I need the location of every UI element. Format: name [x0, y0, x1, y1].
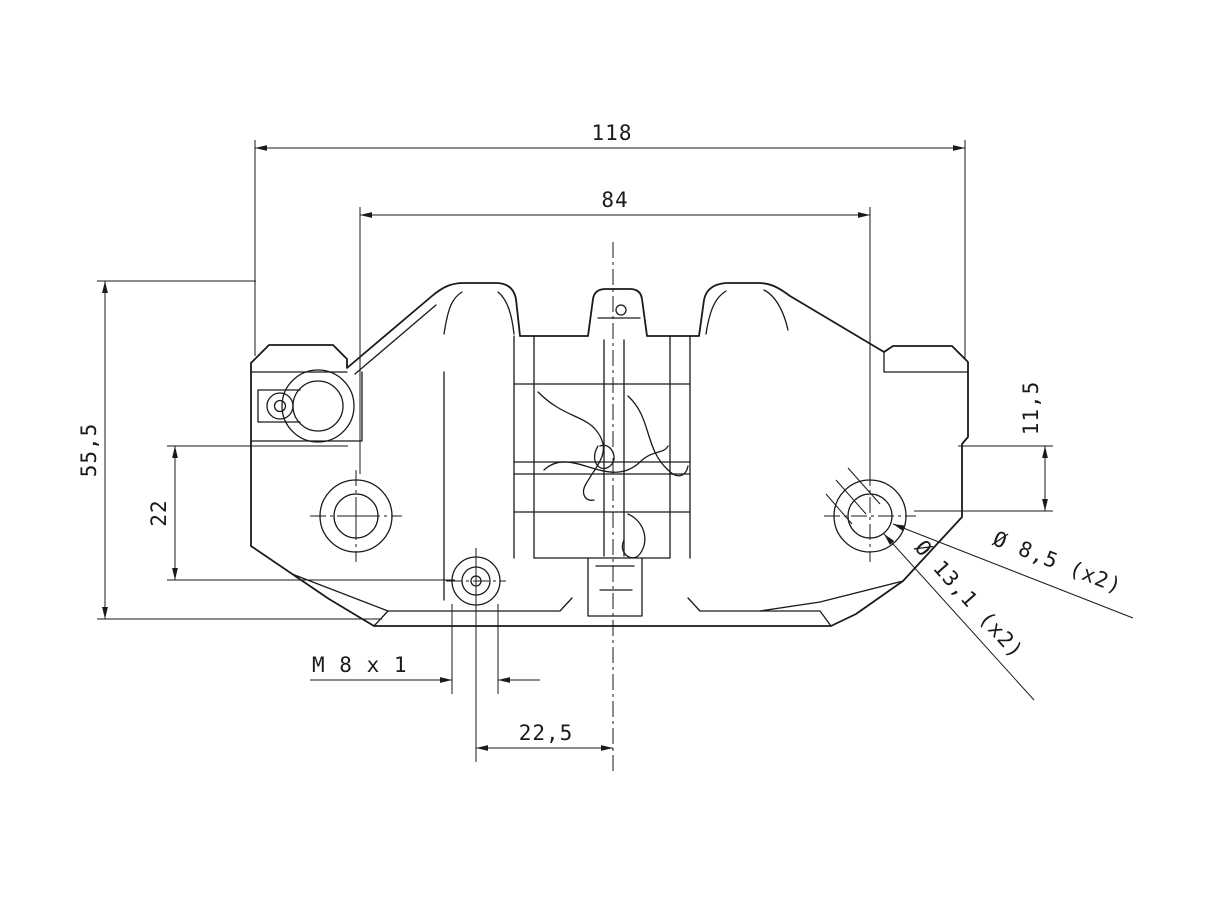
bottom-step-right — [687, 597, 832, 627]
ext-lines-118 — [254, 140, 966, 358]
mount-hole-right — [824, 467, 916, 562]
dimension-lower-height: 22 — [147, 445, 455, 581]
leader-hole-small — [892, 523, 1134, 619]
bridge-ear-left — [443, 291, 515, 335]
spring-loop — [593, 444, 615, 470]
dim-text-118: 118 — [592, 121, 633, 145]
hole-right-hatch — [825, 467, 881, 525]
retainer-pin — [603, 339, 625, 557]
spring-wire-1 — [537, 391, 605, 501]
dimension-overall-width: 118 — [254, 121, 966, 358]
bracket-outline — [587, 557, 643, 617]
spring-wire-3 — [543, 445, 669, 473]
ext-lines-55-5 — [97, 280, 382, 620]
bridge-ear-right — [705, 289, 789, 335]
spring-wire-2 — [627, 395, 689, 477]
dimension-mount-spacing: 84 — [359, 188, 871, 474]
caliper-body — [250, 282, 969, 627]
ext-lines-22 — [167, 445, 455, 581]
mount-hole-left — [310, 470, 402, 562]
dim-text-84: 84 — [601, 188, 628, 212]
bracket-details — [595, 565, 635, 591]
dimension-center-offset: 22,5 — [475, 548, 613, 762]
fitting-nut-circle — [266, 392, 294, 420]
dimension-right-offset: 11,5 — [914, 381, 1053, 512]
ext-lines-84 — [359, 207, 871, 474]
dim-text-11-5: 11,5 — [1019, 381, 1043, 436]
fitting-outer-circle — [281, 369, 355, 443]
left-slope-inner — [354, 304, 437, 375]
ext-lines-m8 — [451, 604, 499, 694]
bottom-bracket — [587, 557, 643, 617]
dim-text-22: 22 — [147, 499, 171, 526]
leader-hole-large — [883, 533, 1035, 701]
bottom-chamfer-right — [759, 580, 904, 612]
dim-text-22-5: 22,5 — [519, 721, 574, 745]
dimension-overall-height: 55,5 — [77, 280, 382, 620]
bottom-step-left — [373, 597, 573, 627]
bleeder-fitting — [257, 369, 355, 443]
wire-hook — [621, 513, 646, 559]
retainer-pin-head — [615, 304, 627, 316]
pad-horizontals — [513, 383, 691, 559]
fitting-nut-flats — [257, 389, 301, 423]
dimension-thread: M 8 x 1 — [310, 604, 540, 694]
left-boss-bottom — [250, 371, 363, 442]
pad-stack — [513, 335, 691, 559]
hole-left-center-cross — [344, 504, 368, 528]
fitting-mid-circle — [292, 380, 344, 432]
dim-text-m8: M 8 x 1 — [312, 653, 408, 677]
ext-lines-11-5 — [914, 445, 1053, 512]
caliper-silhouette — [250, 282, 969, 627]
callout-hole-large: Ø 13,1 (x2) — [883, 533, 1035, 701]
fitting-hex-socket — [273, 399, 287, 413]
dimensions: 118 84 55,5 22 11,5 — [77, 121, 1134, 762]
dim-text-hole-small: Ø 8,5 (x2) — [990, 527, 1126, 599]
dim-text-55-5: 55,5 — [77, 423, 101, 478]
right-cap-edge — [883, 351, 969, 373]
